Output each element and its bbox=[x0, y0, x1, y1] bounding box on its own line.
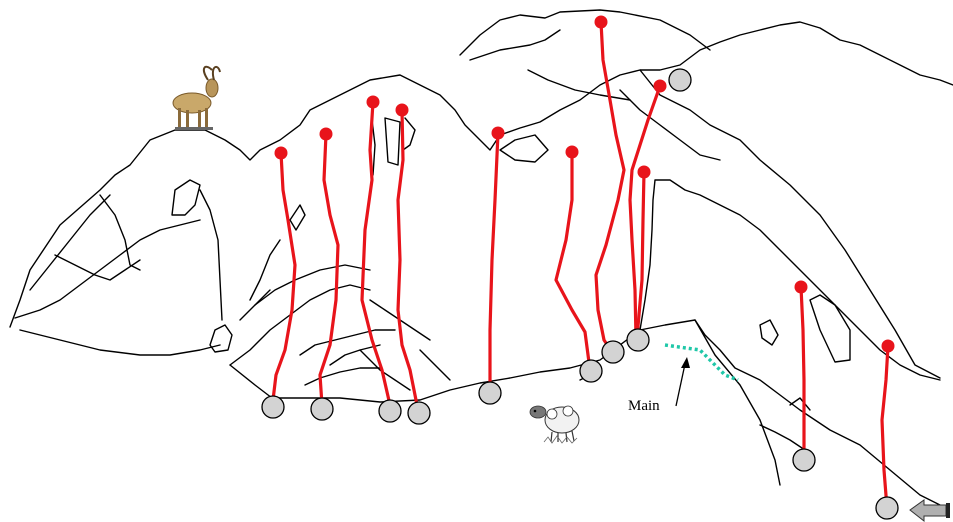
start-anchor-1[interactable] bbox=[261, 395, 285, 419]
route-line-2[interactable] bbox=[318, 132, 340, 407]
sheep-icon bbox=[529, 405, 580, 444]
route-top-8[interactable] bbox=[653, 79, 667, 93]
main-label: Main bbox=[628, 398, 660, 414]
route-top-7[interactable] bbox=[594, 15, 608, 29]
route-line-1[interactable] bbox=[271, 151, 297, 402]
route-top-11[interactable] bbox=[881, 339, 895, 353]
rock-outlines bbox=[9, 9, 953, 506]
start-anchor-8[interactable] bbox=[626, 328, 650, 352]
start-anchor-10[interactable] bbox=[875, 496, 899, 520]
start-anchor-2[interactable] bbox=[310, 397, 334, 421]
start-anchor-9[interactable] bbox=[792, 448, 816, 472]
route-line-9[interactable] bbox=[635, 170, 646, 340]
route-top-4[interactable] bbox=[395, 103, 409, 117]
route-top-2[interactable] bbox=[319, 127, 333, 141]
route-line-11[interactable] bbox=[880, 344, 890, 510]
route-top-1[interactable] bbox=[274, 146, 288, 160]
route-top-6[interactable] bbox=[565, 145, 579, 159]
route-line-8[interactable] bbox=[628, 84, 662, 340]
route-top-9[interactable] bbox=[637, 165, 651, 179]
route-tops bbox=[274, 15, 895, 353]
start-anchor-7[interactable] bbox=[601, 340, 625, 364]
top-anchor-upper[interactable] bbox=[668, 68, 692, 92]
start-anchor-5[interactable] bbox=[478, 381, 502, 405]
start-anchors bbox=[261, 68, 899, 520]
route-line-3[interactable] bbox=[360, 100, 392, 407]
start-anchor-6[interactable] bbox=[579, 359, 603, 383]
route-top-3[interactable] bbox=[366, 95, 380, 109]
start-anchor-3[interactable] bbox=[378, 399, 402, 423]
start-anchor-4[interactable] bbox=[407, 401, 431, 425]
route-line-7[interactable] bbox=[594, 20, 626, 354]
route-line-5[interactable] bbox=[488, 131, 500, 394]
climbing-routes bbox=[271, 20, 890, 510]
approach-arrow-icon bbox=[909, 499, 950, 522]
route-line-10[interactable] bbox=[799, 285, 806, 462]
route-top-10[interactable] bbox=[794, 280, 808, 294]
approach-trail bbox=[664, 343, 739, 382]
route-top-5[interactable] bbox=[491, 126, 505, 140]
route-line-4[interactable] bbox=[396, 108, 420, 412]
main-callout: Main bbox=[628, 357, 690, 414]
route-line-6[interactable] bbox=[554, 150, 592, 372]
mountain-goat-icon bbox=[172, 65, 221, 130]
